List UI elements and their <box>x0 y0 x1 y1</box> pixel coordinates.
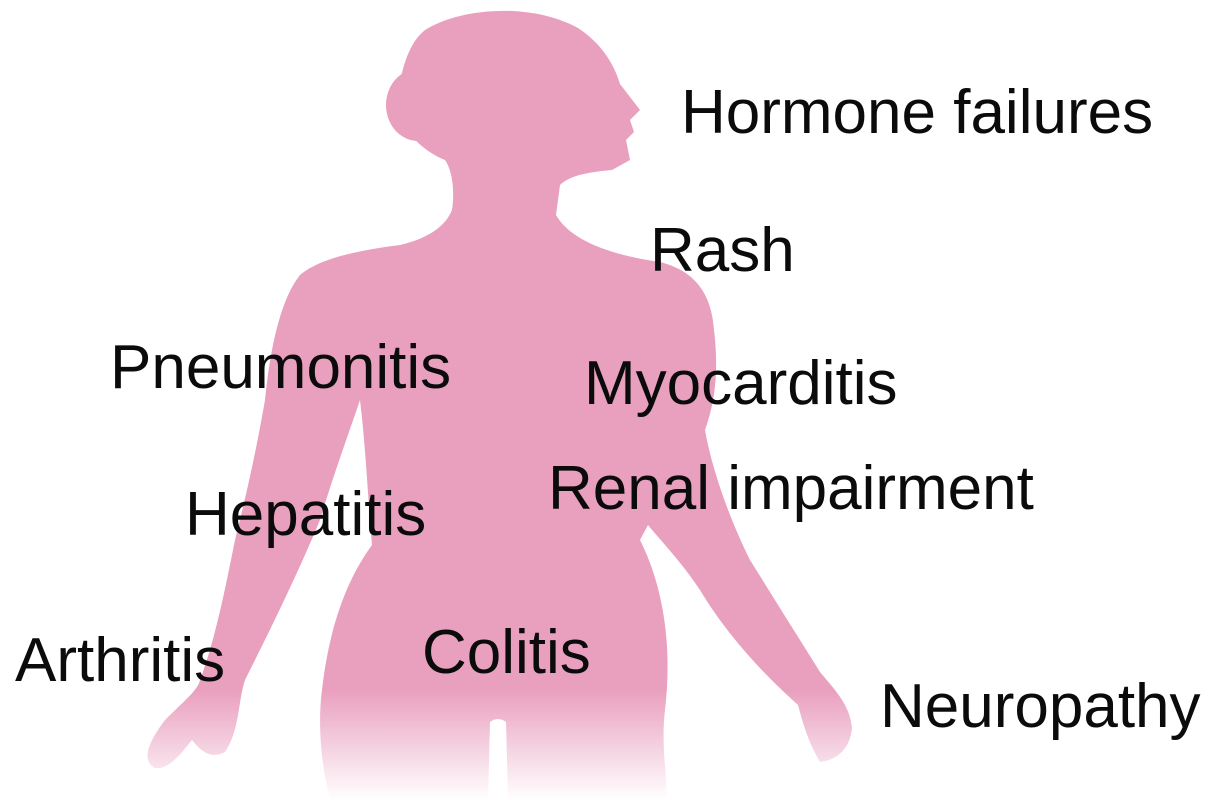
label-hormone-failures: Hormone failures <box>681 82 1153 144</box>
leg-gap <box>488 719 508 800</box>
label-rash: Rash <box>650 220 795 282</box>
label-renal-impairment: Renal impairment <box>548 458 1034 520</box>
label-pneumonitis: Pneumonitis <box>110 337 451 399</box>
label-myocarditis: Myocarditis <box>584 353 898 415</box>
label-colitis: Colitis <box>422 622 591 684</box>
label-arthritis: Arthritis <box>15 630 225 692</box>
label-hepatitis: Hepatitis <box>185 484 426 546</box>
label-neuropathy: Neuropathy <box>880 676 1201 738</box>
